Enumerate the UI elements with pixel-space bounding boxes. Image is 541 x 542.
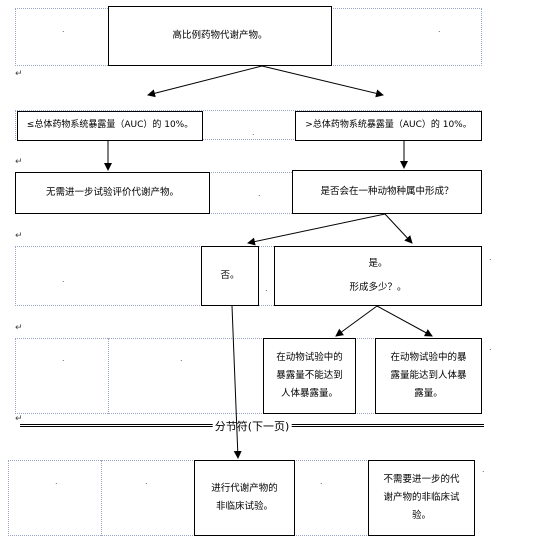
node-auc-le-10: ≤总体药物系统暴露量（AUC）的 10%。 [17,111,203,141]
node-no-nonclinical: 不需要进一步的代 谢产物的非临床试 验。 [368,460,475,536]
node-no: 否。 [201,246,259,306]
node-do-nonclinical-line1: 进行代谢产物的 [211,482,278,494]
cell-marker: . [55,477,58,486]
arrow-top-to-gt10 [261,65,384,98]
node-how-much-label: 形成多少？。 [349,282,407,293]
node-exposure-not-reached: 在动物试验中的 暴露量不能达到 人体暴露量。 [263,338,356,414]
node-auc-gt-10-label: >总体药物系统暴露量（AUC）的 10%。 [305,120,472,131]
cell-marker: . [482,465,485,474]
node-auc-gt-10: >总体药物系统暴露量（AUC）的 10%。 [295,111,482,141]
node-formed-in-animal: 是否会在一种动物种属中形成？ [292,170,482,214]
arrow-question-to-no [247,213,386,246]
node-no-further-eval-label: 无需进一步试验评价代谢产物。 [45,186,179,198]
node-exposure-reached-line1: 在动物试验中的暴 [390,351,467,363]
node-exposure-not-reached-line1: 在动物试验中的 [276,351,343,363]
cell-marker: . [62,25,65,34]
node-no-nonclinical-line2: 谢产物的非临床试 [383,491,460,503]
node-no-further-eval: 无需进一步试验评价代谢产物。 [15,172,210,214]
cell-marker: . [320,477,323,486]
paragraph-mark: ↵ [15,69,23,79]
cell-marker: . [258,189,261,198]
node-no-nonclinical-line1: 不需要进一步的代 [383,473,460,485]
node-high-metabolite-label: 高比例药物代谢产物。 [172,29,268,41]
paragraph-mark: ↵ [15,323,23,333]
node-exposure-reached-line3: 露量。 [414,388,443,400]
cell-marker: . [438,25,441,34]
paragraph-mark: ↵ [15,414,23,424]
node-yes-label: 是。 [368,258,388,270]
paragraph-mark: ↵ [15,231,23,241]
arrow-question-to-yes [384,213,413,244]
node-no-nonclinical-line3: 验。 [411,510,431,522]
cell-marker: . [145,477,148,486]
node-exposure-not-reached-line3: 人体暴露量。 [280,388,338,400]
node-auc-le-10-label: ≤总体药物系统暴露量（AUC）的 10%。 [26,120,194,131]
cell-marker: . [265,284,268,293]
cell-marker: . [489,253,492,262]
arrow-yes-to-reached [376,305,433,337]
node-formed-in-animal-label: 是否会在一种动物种属中形成？ [320,185,454,197]
node-yes-how-much: 是。 形成多少？。 [274,246,482,306]
cell-marker: . [489,343,492,352]
arrow-top-to-le10 [147,65,263,98]
table-row-6-divider [101,460,102,536]
arrow-yes-to-notreached [335,305,378,337]
cell-marker: . [62,275,65,284]
table-row-5-divider [108,338,109,414]
cell-marker: . [180,354,183,363]
section-break: 分节符(下一页) [20,418,484,434]
cell-marker: . [62,354,65,363]
node-exposure-reached-line2: 露量能达到人体暴 [390,369,467,381]
node-do-nonclinical: 进行代谢产物的 非临床试验。 [194,460,295,536]
section-break-label: 分节符(下一页) [212,418,292,434]
node-no-label: 否。 [220,269,240,281]
node-exposure-reached: 在动物试验中的暴 露量能达到人体暴 露量。 [375,338,482,414]
node-do-nonclinical-line2: 非临床试验。 [215,501,273,512]
node-exposure-not-reached-line2: 暴露量不能达到 [276,369,343,381]
cell-marker: . [252,128,255,137]
node-high-metabolite: 高比例药物代谢产物。 [108,6,332,66]
paragraph-mark: ↵ [15,157,23,167]
